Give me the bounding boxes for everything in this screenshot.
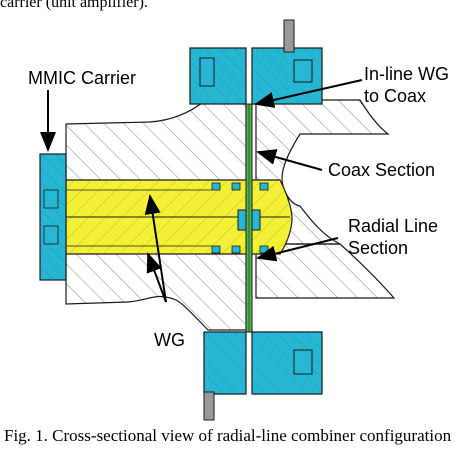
housing-right-lower [255, 243, 396, 299]
bottom-bolt-right [293, 349, 313, 375]
label-wg: WG [154, 330, 185, 350]
top-bolt-left [199, 57, 215, 87]
mmic-carrier-slot-bottom [43, 225, 59, 245]
leader-arrows [40, 79, 363, 303]
label-inline-wg-line1: In-line WG [364, 64, 450, 84]
top-pin [283, 19, 295, 53]
top-caption: carrier (unit amplifier). [0, 0, 148, 11]
arrow-coax-section [256, 149, 323, 171]
bottom-flange-hatch [204, 332, 246, 394]
top-flange-hatch [190, 48, 246, 104]
figure-caption: Fig. 1. Cross-sectional view of radial-l… [4, 426, 452, 445]
arrow-wg-2 [146, 252, 167, 303]
arrow-inline-wg [254, 79, 363, 108]
label-radial-line-line2: Section [348, 238, 409, 258]
arrow-wg-1 [144, 194, 167, 303]
mmic-carrier-slot-top [43, 189, 59, 209]
label-mmic-carrier: MMIC Carrier [28, 68, 136, 88]
label-coax-section: Coax Section [328, 160, 436, 180]
top-bolt-right [293, 59, 313, 83]
label-inline-wg-line2: to Coax [364, 86, 427, 106]
arrow-radial-line [256, 237, 339, 262]
mmic-carrier-hatch [40, 154, 66, 280]
bottom-pin [203, 391, 215, 421]
label-radial-line-line1: Radial Line [348, 216, 439, 236]
